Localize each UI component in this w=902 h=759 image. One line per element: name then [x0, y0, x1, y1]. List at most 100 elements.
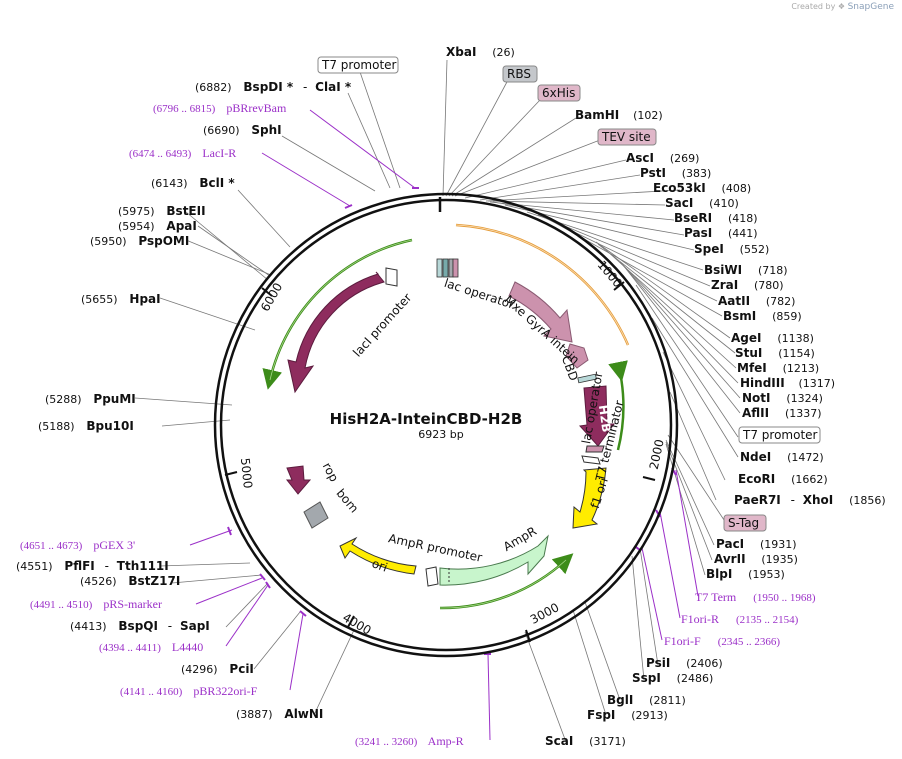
backbone-ticks	[224, 281, 656, 643]
his6-label: 6xHis	[542, 86, 575, 100]
primer-pbrrevbam: (6796 .. 6815) pBRrevBam	[153, 101, 287, 115]
laci-promoter-label: lacI promoter	[350, 291, 414, 360]
site-noti: NotI (1324)	[742, 391, 823, 405]
tick-label-3000: 3000	[528, 600, 562, 627]
site-bspqi: (4413) BspQI - SapI	[70, 619, 210, 633]
backbone-inner	[219, 198, 673, 652]
primer-labels: (6796 .. 6815) pBRrevBam (6474 .. 6493) …	[20, 101, 816, 748]
s-tag	[723, 514, 767, 532]
site-bsteii: (5975) BstEII	[118, 204, 206, 218]
rop-label: rop	[320, 460, 342, 484]
site-paci: PacI (1931)	[716, 537, 797, 551]
tev-site-label: TEV site	[601, 130, 651, 144]
plasmid-name: HisH2A-InteinCBD-H2B	[330, 410, 523, 428]
lac-operator-top-box	[436, 258, 443, 278]
credit-brand: SnapGene	[847, 2, 894, 12]
site-ppumi: (5288) PpuMI	[45, 392, 136, 406]
leader-lines	[134, 59, 741, 743]
primer-prs-marker: (4491 .. 4510) pRS-marker	[30, 597, 162, 611]
feature-arrows	[285, 258, 615, 587]
site-sphi: (6690) SphI	[203, 123, 282, 137]
orf-arcs	[262, 223, 630, 610]
his6-tag	[537, 84, 581, 102]
primer-amp-r: (3241 .. 3260) Amp-R	[355, 734, 464, 748]
site-spei: SpeI (552)	[694, 242, 769, 256]
h2b-arrow	[579, 385, 615, 447]
t7-promoter-top-box	[317, 56, 399, 74]
site-agei: AgeI (1138)	[731, 331, 814, 345]
site-pcii: (4296) PciI	[181, 662, 254, 676]
primer-pbr322ori-f: (4141 .. 4160) pBR322ori-F	[120, 684, 258, 698]
primer-pgex3: (4651 .. 4673) pGEX 3'	[20, 538, 135, 552]
plasmid-length: 6923 bp	[418, 428, 463, 441]
site-bamhi: BamHI (102)	[575, 108, 663, 122]
t7-promoter-right-box	[738, 426, 821, 444]
primer-t7term: T7 Term (1950 .. 1968)	[695, 590, 816, 604]
site-psti: PstI (383)	[640, 166, 711, 180]
site-bpu10i: (5188) Bpu10I	[38, 419, 134, 433]
site-bsiwi: BsiWI (718)	[704, 263, 788, 277]
site-ecori: EcoRI (1662)	[738, 472, 828, 486]
site-sspi: SspI (2486)	[632, 671, 713, 685]
site-bcli: (6143) BclI *	[151, 176, 235, 190]
site-alwni: (3887) AlwNI	[236, 707, 323, 721]
ampr-promoter-label: AmpR promoter	[387, 531, 483, 565]
primer-f1ori-f: F1ori-F (2345 .. 2366)	[664, 634, 780, 648]
site-ndei: NdeI (1472)	[740, 450, 824, 464]
t7-terminator-shape	[581, 455, 601, 465]
site-bseri: BseRI (418)	[674, 211, 758, 225]
rbs-box	[442, 258, 449, 278]
site-pasi: PasI (441)	[684, 226, 758, 240]
primer-leaders	[189, 109, 699, 741]
boxed-features: T7 promoter RBS 6xHis TEV site T7 promot…	[317, 56, 821, 532]
site-bsmi: BsmI (859)	[723, 309, 802, 323]
his-box	[448, 258, 454, 278]
site-afiii: AflII (1337)	[742, 406, 822, 420]
site-aatii: AatII (782)	[718, 294, 795, 308]
lac-operator-top-label: lac operator	[442, 276, 516, 312]
rbs-tag	[502, 65, 538, 83]
rop-arrow	[285, 465, 312, 495]
site-scai: ScaI (3171)	[545, 734, 626, 748]
ampr-arrow	[439, 534, 549, 586]
site-zrai: ZraI (780)	[711, 278, 784, 292]
site-bstz17i: (4526) BstZ17I	[80, 574, 180, 588]
backbone-outer	[213, 192, 679, 658]
mxe-intein-arrow	[508, 281, 573, 343]
site-psii: PsiI (2406)	[646, 656, 723, 670]
site-eco53ki: Eco53kI (408)	[653, 181, 751, 195]
bom-box	[303, 501, 329, 529]
ori-label: ori	[370, 556, 389, 574]
tick-label-5000: 5000	[238, 457, 255, 489]
site-bgli: BglI (2811)	[607, 693, 686, 707]
site-hpai: (5655) HpaI	[81, 292, 161, 306]
t7-promoter-right-label: T7 promoter	[742, 428, 818, 442]
site-blpi: BlpI (1953)	[706, 567, 785, 581]
site-apai: (5954) ApaI	[118, 219, 197, 233]
primer-l4440: (4394 .. 4411) L4440	[99, 640, 203, 654]
snapgene-logo-icon: ❖	[837, 2, 846, 11]
s-tag-label: S-Tag	[728, 516, 759, 530]
snapgene-credit: Created by ❖ SnapGene	[791, 2, 894, 12]
rbs-label: RBS	[507, 67, 531, 81]
ori-arrow	[339, 536, 417, 575]
site-pfifi: (4551) PflFI - Tth111I	[16, 559, 169, 573]
tev-site-tag	[597, 128, 657, 146]
site-mfei: MfeI (1213)	[737, 361, 819, 375]
lac-operator-right-box	[577, 373, 597, 384]
site-fspi: FspI (2913)	[587, 708, 668, 722]
site-bspdi: (6882) BspDI * - ClaI *	[195, 80, 352, 94]
t7-terminator-box	[585, 445, 605, 453]
t7-promoter-top-label: T7 promoter	[321, 58, 397, 72]
site-saci: SacI (410)	[665, 196, 739, 210]
tick-label-2000: 2000	[647, 438, 667, 471]
tev-box	[452, 258, 459, 278]
laci-arrow	[287, 271, 385, 394]
ampr-promoter-box	[425, 566, 439, 587]
f1-ori-arrow	[572, 467, 607, 529]
site-xbai: XbaI (26)	[446, 45, 515, 59]
site-stui: StuI (1154)	[735, 346, 815, 360]
site-avrii: AvrII (1935)	[714, 552, 798, 566]
site-labels: (6882) BspDI * - ClaI * XbaI (26) BamHI …	[16, 45, 886, 748]
